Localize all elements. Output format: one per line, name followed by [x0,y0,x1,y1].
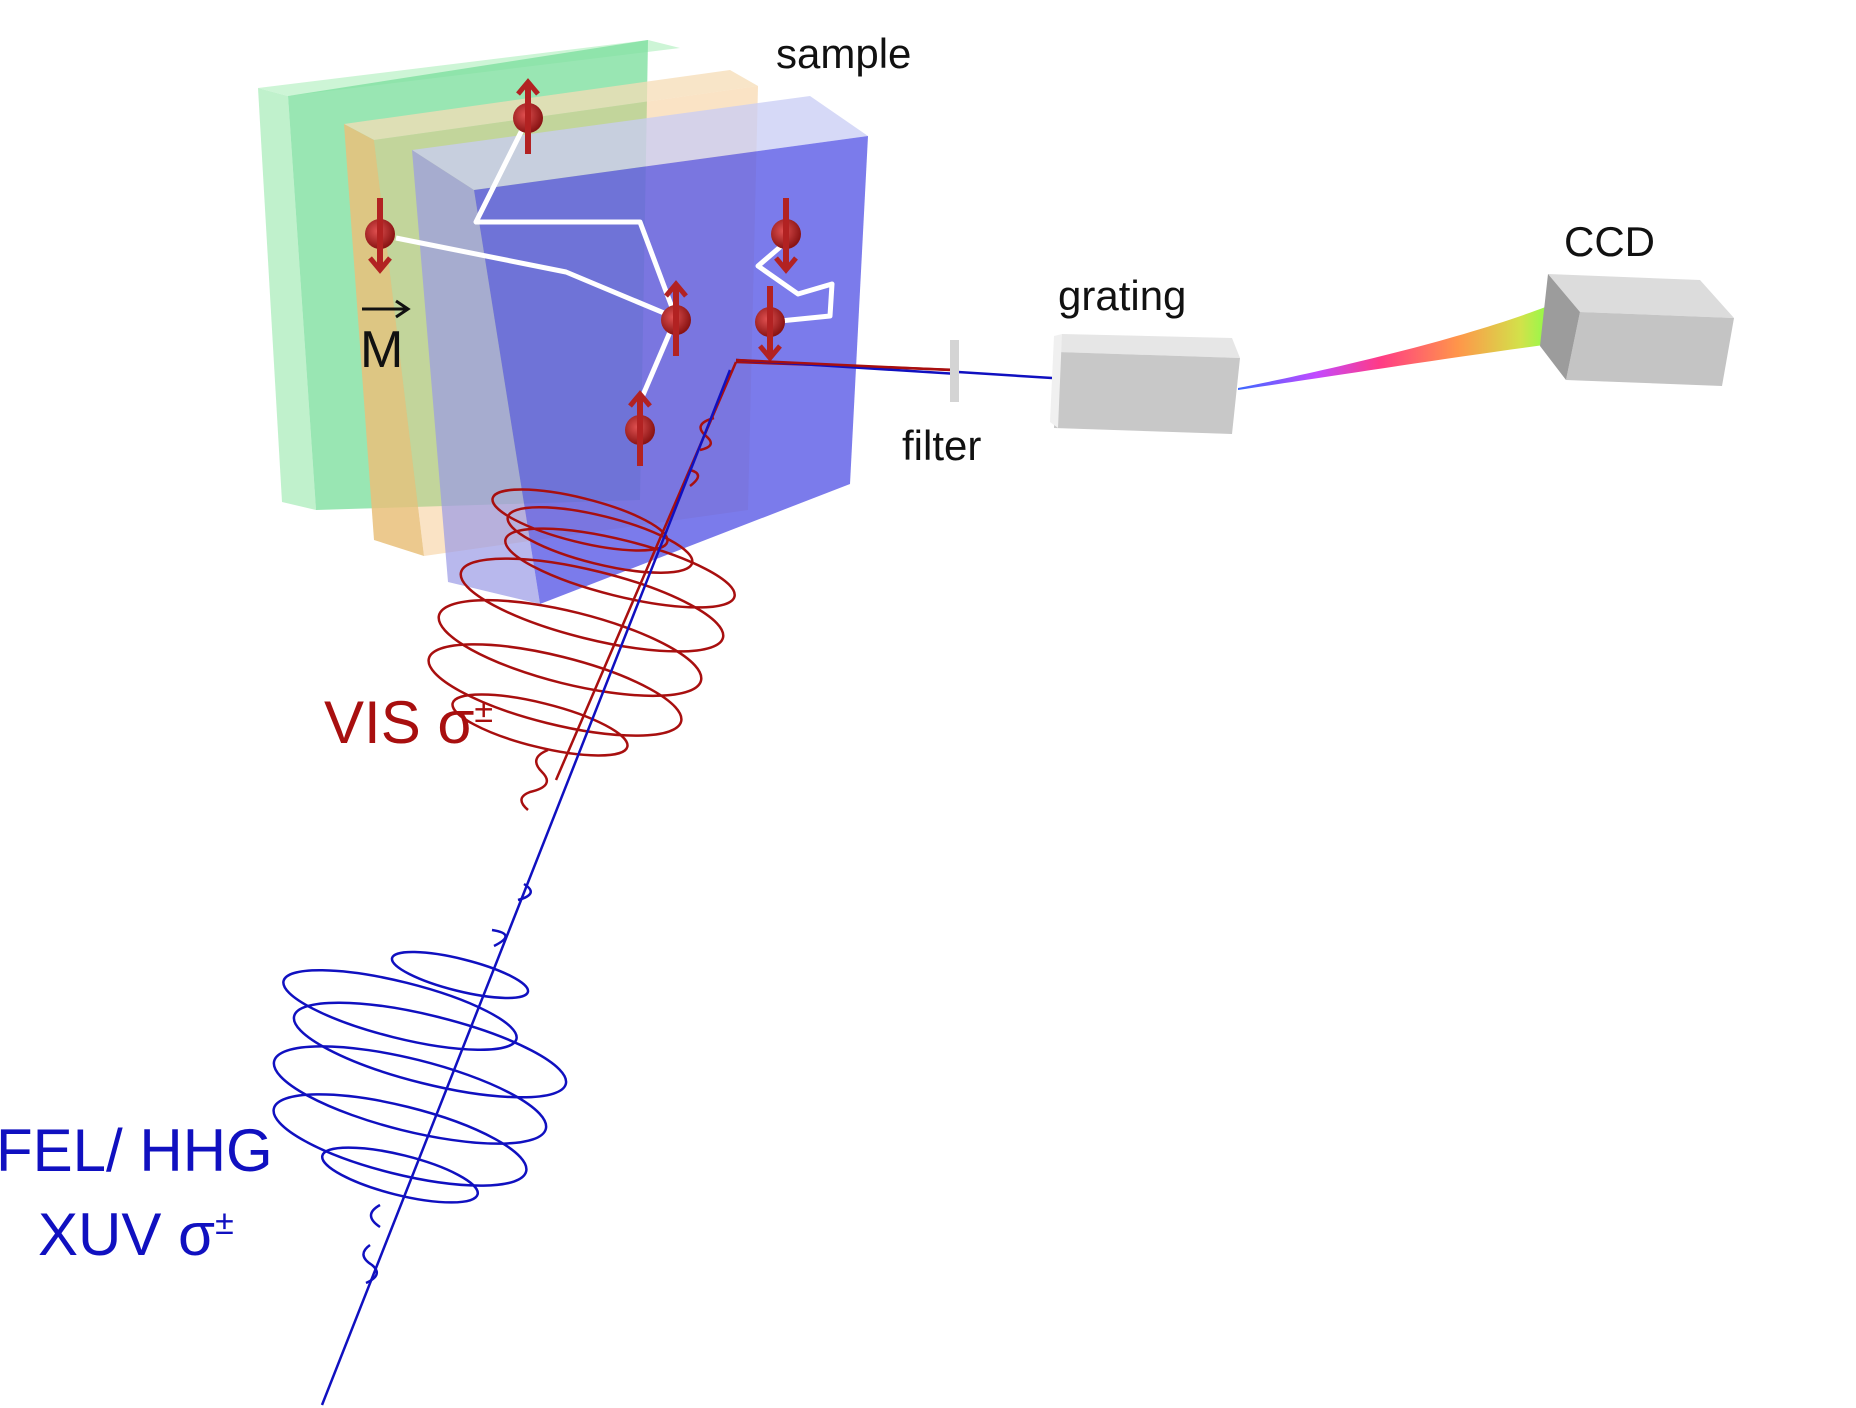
ccd-label: CCD [1564,218,1655,265]
vis-reflected-overlay [735,358,951,372]
spin-path-3 [755,240,835,325]
spin-down-left [365,198,395,274]
vis-loop [491,488,669,552]
xuv-loop [272,1045,548,1145]
xuv-axis [320,369,732,1406]
magnetization-label: M [360,321,404,379]
vis-label-sup: ± [474,692,494,730]
spin-up-center [661,280,691,356]
vis-loop [437,598,703,698]
xuv-label-sup: ± [215,1204,234,1242]
vis-label-text: VIS σ [324,689,475,756]
magnetization-arrow [362,299,411,319]
ccd-block [1540,274,1734,386]
xuv-to-grating [957,370,1053,380]
vis-loop [451,693,629,757]
spectrum-fan [1238,306,1552,390]
grating-label: grating [1058,272,1187,319]
vis-tail [520,416,715,811]
spin-up-top [513,78,543,154]
xuv-loop [292,1001,568,1099]
spin-down-right-mid [755,286,785,362]
spins [365,78,801,466]
vis-loop [504,527,736,609]
xuv-tail [362,882,532,1285]
xuv-loop [282,968,518,1052]
xuv-loop [320,1146,480,1204]
sample-stack [258,40,868,604]
grating-block [1050,334,1240,434]
filter-label: filter [902,422,982,469]
filter-plate [950,340,959,402]
xuv-label-line1: FEL/ HHG [0,1117,273,1184]
sample-label: sample [776,30,912,77]
xuv-loop [390,950,530,1000]
vis-loop [427,643,683,737]
xuv-label-text: XUV σ [38,1201,216,1268]
spin-up-bottom [625,390,655,466]
spin-path-1 [395,116,679,321]
xuv-label-line2: XUV σ± [38,1200,234,1269]
vis-loop [459,557,725,653]
xuv-loop [272,1093,528,1187]
vis-label: VIS σ± [324,688,493,757]
spin-down-right-top [771,198,801,274]
vis-loop [506,506,694,574]
